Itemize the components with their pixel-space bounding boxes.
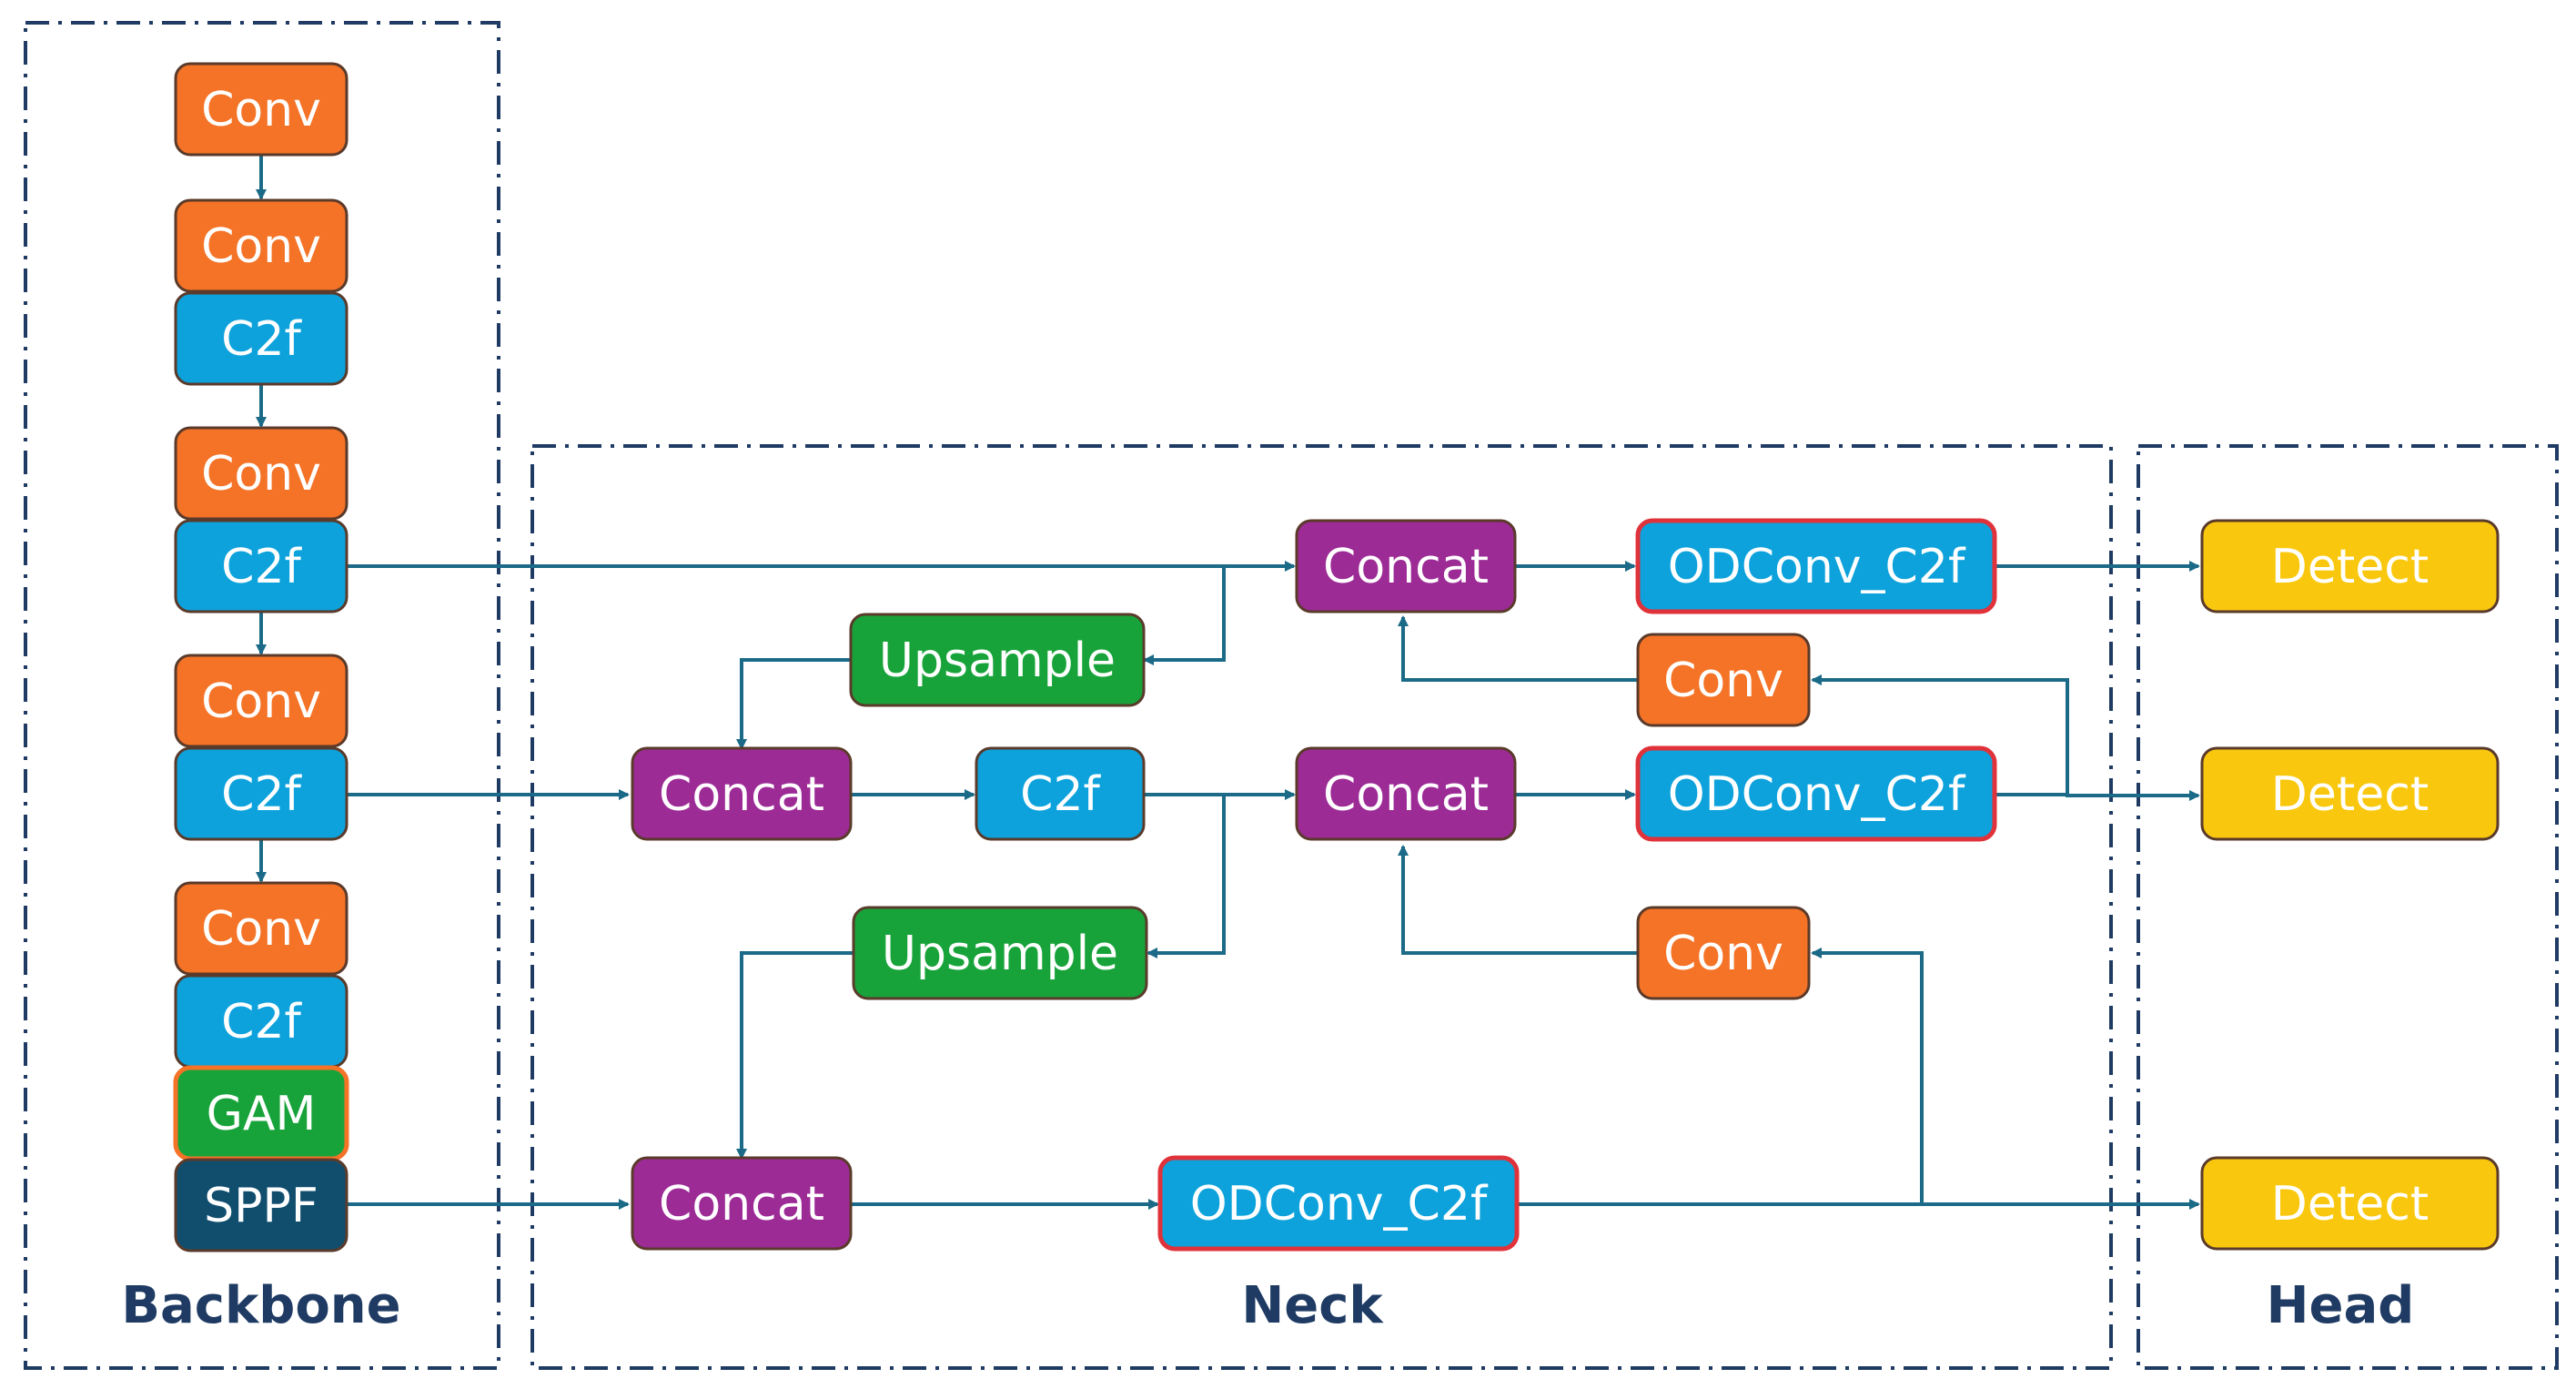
neck-odconv-bot-label: ODConv_C2f [1190,1177,1489,1232]
backbone-c2f-2-label: C2f [221,540,302,594]
backbone-conv-1-block: Conv [174,62,349,157]
arrow-to-upsample2 [1147,795,1226,958]
backbone-conv-4-label: Conv [201,674,321,729]
neck-concat-bot-box [631,1156,853,1251]
neck-concat-top-box [1295,519,1517,613]
backbone-c2f-3-box [174,746,349,841]
backbone-conv-2-label: Conv [201,219,321,274]
neck-concat-mid-left-label: Concat [659,767,824,822]
backbone-c2f-1-label: C2f [221,312,302,367]
head-detect-1-box [2200,519,2500,613]
head-detect-1-block: Detect [2200,519,2500,613]
arrow-upsample1-concat [736,658,852,750]
neck-odconv-mid-label: ODConv_C2f [1668,767,1966,822]
neck-odconv-top-box [1635,518,1997,614]
neck-concat-mid-left-block: Concat [631,746,853,841]
neck-upsample-1-box [849,613,1146,707]
neck-concat-mid-box [1295,746,1517,841]
neck-c2f-mid-box [975,746,1146,841]
backbone-c2f-2-box [174,519,349,613]
arrow-to-upsample1 [1143,566,1226,665]
head-detect-2-block: Detect [2200,746,2500,841]
head-detect-3-block: Detect [2200,1156,2500,1251]
neck-odconv-mid-box [1635,745,1997,842]
backbone-conv-1-label: Conv [201,83,321,137]
backbone-c2f-3-block: C2f [174,746,349,841]
backbone-region [24,21,500,1370]
neck-odconv-bot-box [1157,1155,1520,1252]
neck-conv-top-box [1636,633,1811,727]
backbone-c2f-3-label: C2f [221,767,302,822]
neck-conv-top-block: Conv [1636,633,1811,727]
backbone-sppf-label: SPPF [204,1179,318,1233]
connections [256,155,2200,1210]
neck-conv-top-label: Conv [1663,654,1783,708]
arrow-conv-top-concat-top [1398,615,1639,682]
backbone-c2f-2-block: C2f [174,519,349,613]
backbone-conv-2-block: Conv [174,198,349,293]
backbone-c2f-4-label: C2f [221,995,302,1049]
neck-upsample-2-label: Upsample [882,927,1118,981]
neck-conv-bot-box [1636,906,1811,1000]
neck-concat-bot-label: Concat [659,1177,824,1232]
neck-concat-top-block: Concat [1295,519,1517,613]
backbone-sppf-box [174,1158,349,1252]
neck-label: Neck [1241,1276,1384,1335]
neck-c2f-mid-label: C2f [1020,767,1101,822]
neck-c2f-mid-block: C2f [975,746,1146,841]
neck-odconv-top-label: ODConv_C2f [1668,540,1966,594]
backbone-gam-label: GAM [207,1087,317,1141]
neck-concat-bot-block: Concat [631,1156,853,1251]
backbone-conv-5-block: Conv [174,881,349,976]
backbone-conv-3-label: Conv [201,447,321,502]
neck-upsample-2-block: Upsample [852,906,1148,1000]
head-detect-3-label: Detect [2271,1177,2429,1232]
neck-concat-mid-label: Concat [1323,767,1489,822]
neck-concat-mid-block: Concat [1295,746,1517,841]
neck-concat-mid-left-box [631,746,853,841]
neck-conv-bot-block: Conv [1636,906,1811,1000]
backbone-conv-3-block: Conv [174,426,349,521]
neck-conv-bot-label: Conv [1663,927,1783,981]
neck-concat-top-label: Concat [1323,540,1489,594]
neck-odconv-bot-block: ODConv_C2f [1157,1155,1520,1252]
head-detect-2-label: Detect [2271,767,2429,822]
neck-region [530,444,2113,1370]
backbone-conv-1-box [174,62,349,157]
backbone-conv-4-box [174,654,349,748]
neck-odconv-top-block: ODConv_C2f [1635,518,1997,614]
blocks: ConvConvC2fConvC2fConvC2fConvC2fGAMSPPFC… [173,62,2500,1252]
head-detect-2-box [2200,746,2500,841]
backbone-conv-4-block: Conv [174,654,349,748]
backbone-conv-5-box [174,881,349,976]
backbone-c2f-4-block: C2f [174,974,349,1069]
head-detect-3-box [2200,1156,2500,1251]
neck-upsample-2-box [852,906,1148,1000]
backbone-label: Backbone [121,1276,400,1335]
backbone-gam-block: GAM [173,1065,349,1161]
arrow-odconv-bot-conv-bot [1811,948,1924,1204]
backbone-conv-2-box [174,198,349,293]
arrow-upsample2-concat-bot [736,951,855,1160]
backbone-conv-3-box [174,426,349,521]
backbone-c2f-1-block: C2f [174,291,349,386]
head-detect-1-label: Detect [2271,540,2429,594]
backbone-conv-5-label: Conv [201,902,321,957]
head-region [2137,444,2559,1370]
arrow-conv-bot-concat-mid [1398,845,1639,955]
head-label: Head [2267,1276,2415,1335]
arrow-odconv-mid-conv-top [1811,674,2069,795]
arrow-odconv-detect2 [1995,790,2200,801]
neck-upsample-1-block: Upsample [849,613,1146,707]
backbone-c2f-1-box [174,291,349,386]
backbone-sppf-block: SPPF [174,1158,349,1252]
neck-upsample-1-label: Upsample [879,634,1116,688]
neck-odconv-mid-block: ODConv_C2f [1635,745,1997,842]
